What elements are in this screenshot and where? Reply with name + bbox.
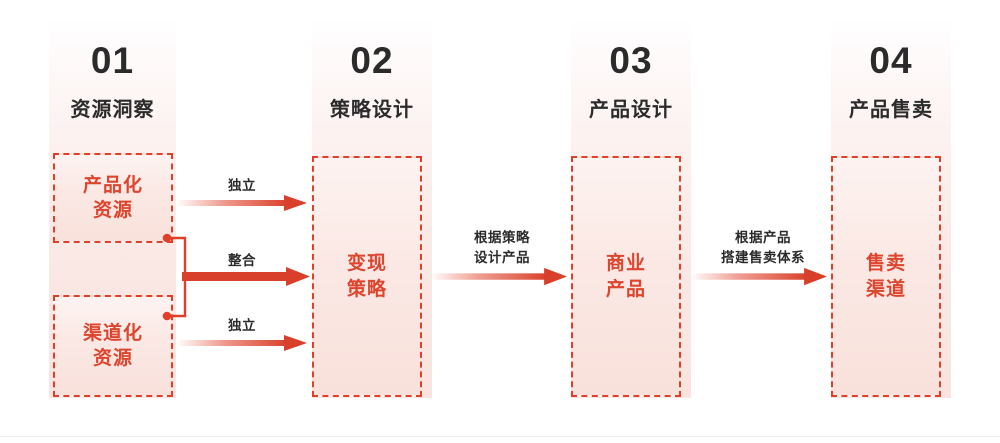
column-number-03: 03 [609,40,653,81]
connector-label-independent-bottom: 独立 [228,318,256,333]
node-box-sales-channel[interactable]: 售卖 渠道 [831,156,941,397]
connector-label-product-to-sales: 根据产品 搭建售卖体系 [721,230,805,265]
node-box-monetization-strategy[interactable]: 变现 策略 [312,156,422,397]
column-header-02: 02 策略设计 [312,42,432,120]
column-title-04: 产品售卖 [849,99,933,121]
column-header-01: 01 资源洞察 [49,42,176,120]
connector-label-strategy-to-product: 根据策略 设计产品 [474,230,530,265]
node-label: 渠道化 资源 [82,322,143,369]
connector-label-independent-top: 独立 [228,178,256,193]
column-title-01: 资源洞察 [70,99,155,121]
node-label: 变现 策略 [346,253,387,300]
bottom-divider [0,436,1000,437]
node-label: 商业 产品 [605,253,646,300]
column-number-04: 04 [869,40,913,81]
connector-arrow-integrate [182,267,310,286]
node-box-channelized-resource[interactable]: 渠道化 资源 [53,295,173,397]
node-label: 产品化 资源 [82,174,143,221]
connector-arrow-independent-top [176,195,307,211]
column-number-01: 01 [90,40,135,81]
column-title-03: 产品设计 [589,99,673,121]
column-title-02: 策略设计 [330,99,414,121]
column-number-02: 02 [350,40,394,81]
node-label: 售卖 渠道 [865,253,906,300]
node-box-commercial-product[interactable]: 商业 产品 [571,156,681,397]
column-header-03: 03 产品设计 [571,42,691,120]
connector-label-integrate: 整合 [228,253,256,268]
connector-arrow-strategy-to-product [430,267,567,286]
connector-arrow-product-to-sales [690,267,827,286]
column-header-04: 04 产品售卖 [831,42,951,120]
node-box-productized-resource[interactable]: 产品化 资源 [53,153,173,243]
connector-arrow-independent-bottom [176,335,307,351]
